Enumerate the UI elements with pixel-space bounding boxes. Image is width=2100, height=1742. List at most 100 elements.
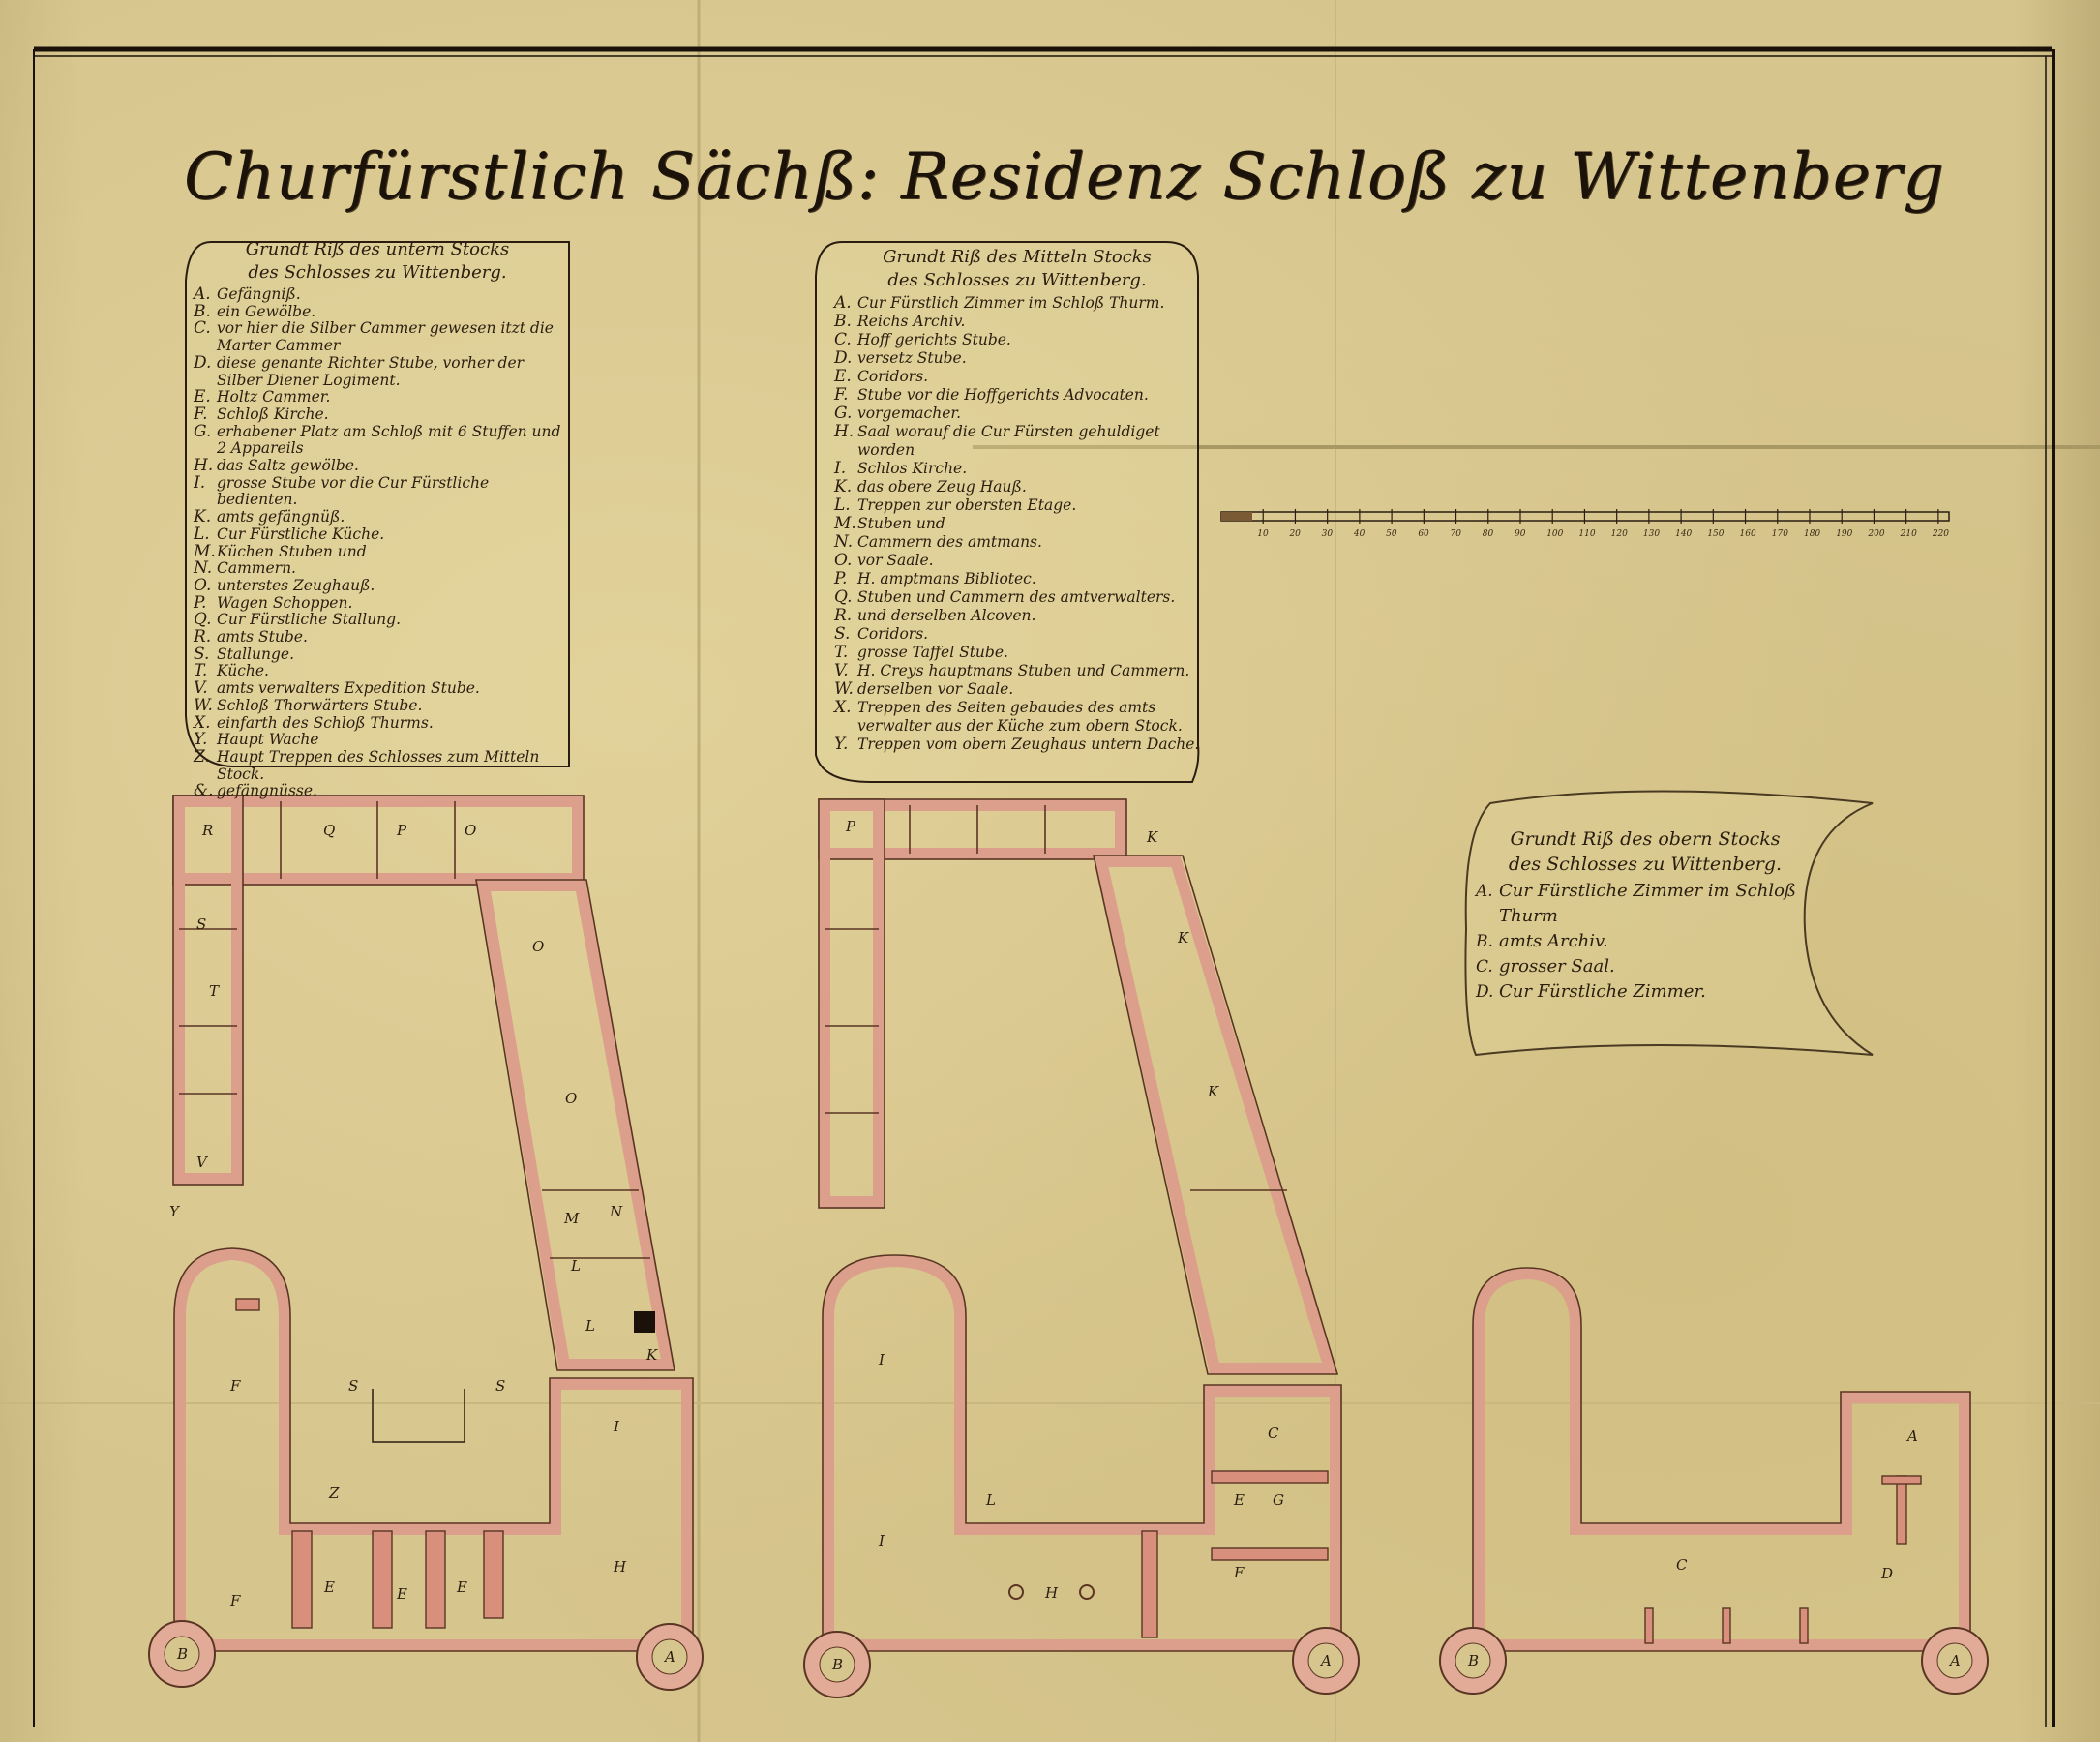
plan-label: E: [456, 1578, 467, 1596]
plan-label: S: [348, 1377, 358, 1395]
legend-item: K.das obere Zeug Hauß.: [834, 478, 1200, 496]
legend-item: V. amts verwalters Expedition Stube.: [194, 678, 561, 699]
legend-item: C.vor hier die Silber Cammer gewesen itz…: [194, 319, 561, 354]
legend-item: S.Stallunge.: [194, 646, 561, 664]
plan-label: Q: [323, 822, 335, 839]
legend-item: P.Wagen Schoppen.: [194, 593, 561, 613]
plan-label: M: [563, 1210, 580, 1227]
plan-label: P: [396, 822, 407, 839]
legend-key: R.: [194, 627, 212, 647]
legend-text: unterstes Zeughauß.: [217, 576, 375, 594]
legend-heading: des Schlosses zu Wittenberg.: [1508, 854, 1783, 875]
legend-key: B.: [194, 301, 211, 321]
scale-tick-label: 180: [1804, 529, 1820, 539]
plan-label: C: [1676, 1556, 1688, 1574]
scale-tick-label: 110: [1578, 529, 1595, 539]
legend-heading: des Schlosses zu Wittenberg.: [887, 270, 1147, 290]
legend-text: Cammern.: [217, 559, 296, 578]
scale-tick-label: 150: [1707, 529, 1724, 539]
legend-key: S.: [834, 624, 851, 644]
legend-text: vor Saale.: [857, 552, 934, 569]
legend-item: H.das Saltz gewölbe.: [194, 457, 561, 475]
legend-text: Wagen Schoppen.: [217, 593, 353, 612]
legend-text: Treppen vom obern Zeughaus untern Dache.: [857, 736, 1200, 753]
legend-text: gefängnüsse.: [217, 782, 317, 800]
legend-text: Stallunge.: [217, 645, 294, 663]
plan-label: K: [1177, 929, 1189, 946]
legend-text: und derselben Alcoven.: [857, 607, 1036, 624]
legend-key: B.: [834, 312, 852, 331]
plan-label: G: [1273, 1491, 1284, 1509]
legend-key: N.: [194, 558, 213, 579]
legend-item: G.erhabener Platz am Schloß mit 6 Stuffe…: [194, 421, 561, 458]
legend-text: Schloß Thorwärters Stube.: [217, 696, 423, 714]
plan-label: H: [1044, 1584, 1059, 1602]
legend-upper-frame: [1464, 790, 1874, 1057]
legend-item: A.Cur Fürstliche Zimmer im Schloß Thurm: [1476, 879, 1815, 929]
scale-tick-label: 100: [1546, 529, 1563, 539]
plan-label: K: [1146, 828, 1158, 846]
legend-text: Schlos Kirche.: [857, 460, 968, 477]
legend-item: G.vorgemacher.: [834, 405, 1200, 423]
legend-text: erhabener Platz am Schloß mit 6 Stuffen …: [217, 422, 561, 458]
legend-text: Gefängniß.: [217, 285, 301, 303]
plan-label: A: [1319, 1652, 1332, 1669]
legend-key: T.: [194, 661, 208, 681]
legend-key: G.: [194, 421, 212, 441]
scale-tick-label: 70: [1451, 529, 1462, 539]
plan-label: F: [229, 1592, 241, 1609]
legend-text: Cur Fürstliche Stallung.: [217, 611, 402, 629]
plan-label: O: [465, 822, 476, 839]
scale-tick-label: 190: [1836, 529, 1852, 539]
plan-label: I: [613, 1418, 620, 1435]
legend-text: Treppen zur obersten Etage.: [857, 496, 1077, 514]
plan-label: E: [323, 1578, 335, 1596]
plan-label: P: [845, 818, 856, 835]
legend-key: C.: [834, 330, 852, 349]
legend-key: V.: [194, 678, 208, 699]
legend-text: Haupt Wache: [217, 731, 319, 749]
legend-item: E.Holtz Cammer.: [194, 389, 561, 406]
legend-text: Saal worauf die Cur Fürsten gehuldiget w…: [857, 423, 1160, 459]
legend-text: Küche.: [217, 662, 269, 680]
scale-tick-label: 210: [1900, 529, 1917, 539]
legend-key: D.: [194, 352, 212, 373]
legend-text: Stuben und Cammern des amtverwalters.: [857, 588, 1176, 606]
legend-key: A.: [194, 285, 211, 304]
plan-label: F: [1233, 1564, 1245, 1581]
legend-heading: Grundt Riß des Mitteln Stocks: [883, 247, 1152, 267]
legend-item: D.Cur Fürstliche Zimmer.: [1476, 979, 1815, 1005]
legend-key: R.: [834, 606, 853, 625]
plan-label: K: [645, 1346, 658, 1364]
legend-key: G.: [834, 404, 853, 423]
legend-item: Z.Haupt Treppen des Schlosses zum Mittel…: [194, 748, 561, 783]
legend-text: Coridors.: [857, 625, 929, 643]
legend-key: I.: [834, 459, 847, 478]
legend-key: A.: [834, 293, 852, 313]
legend-text: Stube vor die Hoffgerichts Advocaten.: [857, 386, 1149, 404]
scale-tick-label: 50: [1386, 529, 1397, 539]
legend-item: A.Cur Fürstlich Zimmer im Schloß Thurm.: [834, 294, 1200, 313]
legend-text: Treppen des Seiten gebaudes des amts ver…: [857, 699, 1183, 735]
legend-text: H. amptmans Bibliotec.: [857, 570, 1036, 587]
plan-label: A: [1905, 1427, 1918, 1445]
legend-item: C.grosser Saal.: [1476, 954, 1815, 979]
legend-text: amts verwalters Expedition Stube.: [217, 679, 480, 698]
legend-text: amts Stube.: [217, 628, 308, 646]
legend-item: D.versetz Stube.: [834, 349, 1200, 368]
legend-item: X.Treppen des Seiten gebaudes des amts v…: [834, 699, 1200, 736]
legend-item: P.H. amptmans Bibliotec.: [834, 570, 1200, 588]
legend-heading: Grundt Riß des untern Stocks: [245, 239, 510, 259]
legend-text: Holtz Cammer.: [217, 388, 331, 406]
legend-text: vorgemacher.: [857, 405, 962, 422]
legend-key: L.: [194, 524, 210, 544]
legend-item: M.Stuben und: [834, 515, 1200, 533]
legend-text: H. Creys hauptmans Stuben und Cammern.: [857, 662, 1190, 679]
legend-key: Y.: [834, 735, 849, 754]
plan-label: V: [196, 1154, 209, 1171]
legend-key: M.: [834, 514, 856, 533]
legend-item: Y.Haupt Wache: [194, 732, 561, 749]
legend-text: Küchen Stuben und: [217, 542, 367, 560]
legend-text: das Saltz gewölbe.: [217, 457, 359, 475]
scale-tick-label: 120: [1611, 529, 1628, 539]
